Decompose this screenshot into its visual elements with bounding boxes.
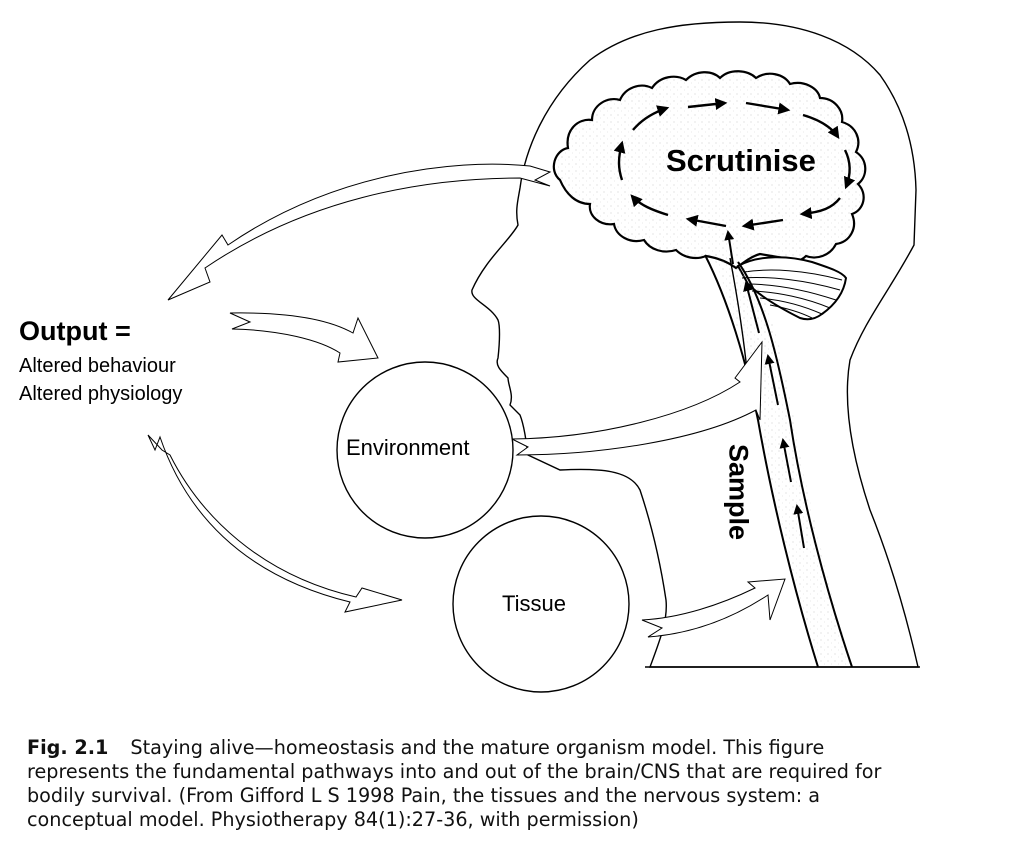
- figure-number: Fig. 2.1: [27, 736, 109, 759]
- spinal-cord: [712, 252, 852, 667]
- spinal-cord-right-edge: [737, 261, 853, 668]
- sample-arrows: [724, 230, 805, 549]
- cycle-arrow: [613, 140, 626, 181]
- brain-outline: [552, 70, 867, 270]
- tissue-label: Tissue: [502, 591, 566, 616]
- cycle-arrow: [745, 101, 791, 115]
- sample-arrow: [793, 504, 805, 549]
- sample-arrow: [764, 354, 779, 406]
- cycle-arrow: [843, 149, 856, 190]
- cycle-arrow: [632, 105, 670, 131]
- output-line-physiology: Altered physiology: [19, 383, 183, 405]
- sample-arrow: [779, 438, 792, 483]
- head-outline: [471, 21, 919, 668]
- cycle-arrow: [802, 113, 840, 139]
- sample-arrow: [724, 230, 735, 265]
- homeostasis-diagram: Output = Altered behaviour Altered physi…: [19, 21, 920, 693]
- caption-text: Staying alive—homeostasis and the mature…: [27, 736, 882, 831]
- arrow-brain-to-output: [167, 163, 552, 301]
- output-line-behaviour: Altered behaviour: [19, 355, 176, 377]
- arrow-environment-to-spinal: [511, 340, 763, 456]
- cycle-arrow: [741, 218, 784, 231]
- output-title: Output =: [19, 316, 131, 346]
- arrow-output-to-tissue: [147, 434, 403, 613]
- arrow-tissue-to-spinal: [641, 578, 786, 638]
- diagram-canvas: [147, 21, 920, 693]
- cycle-arrow: [799, 197, 841, 220]
- cycle-arrow: [630, 194, 669, 217]
- sample-label: Sample: [723, 443, 754, 541]
- scrutinise-cycle: [613, 98, 856, 231]
- spinal-cord-left-edge: [704, 254, 819, 668]
- sample-arrow: [743, 281, 760, 334]
- environment-node: [336, 361, 514, 539]
- cycle-arrow: [685, 214, 727, 228]
- scrutinise-label: Scrutinise: [666, 143, 816, 178]
- tissue-node: [452, 515, 630, 693]
- arrow-output-to-environment: [229, 312, 379, 363]
- environment-label: Environment: [346, 435, 470, 460]
- cycle-arrow: [687, 98, 728, 110]
